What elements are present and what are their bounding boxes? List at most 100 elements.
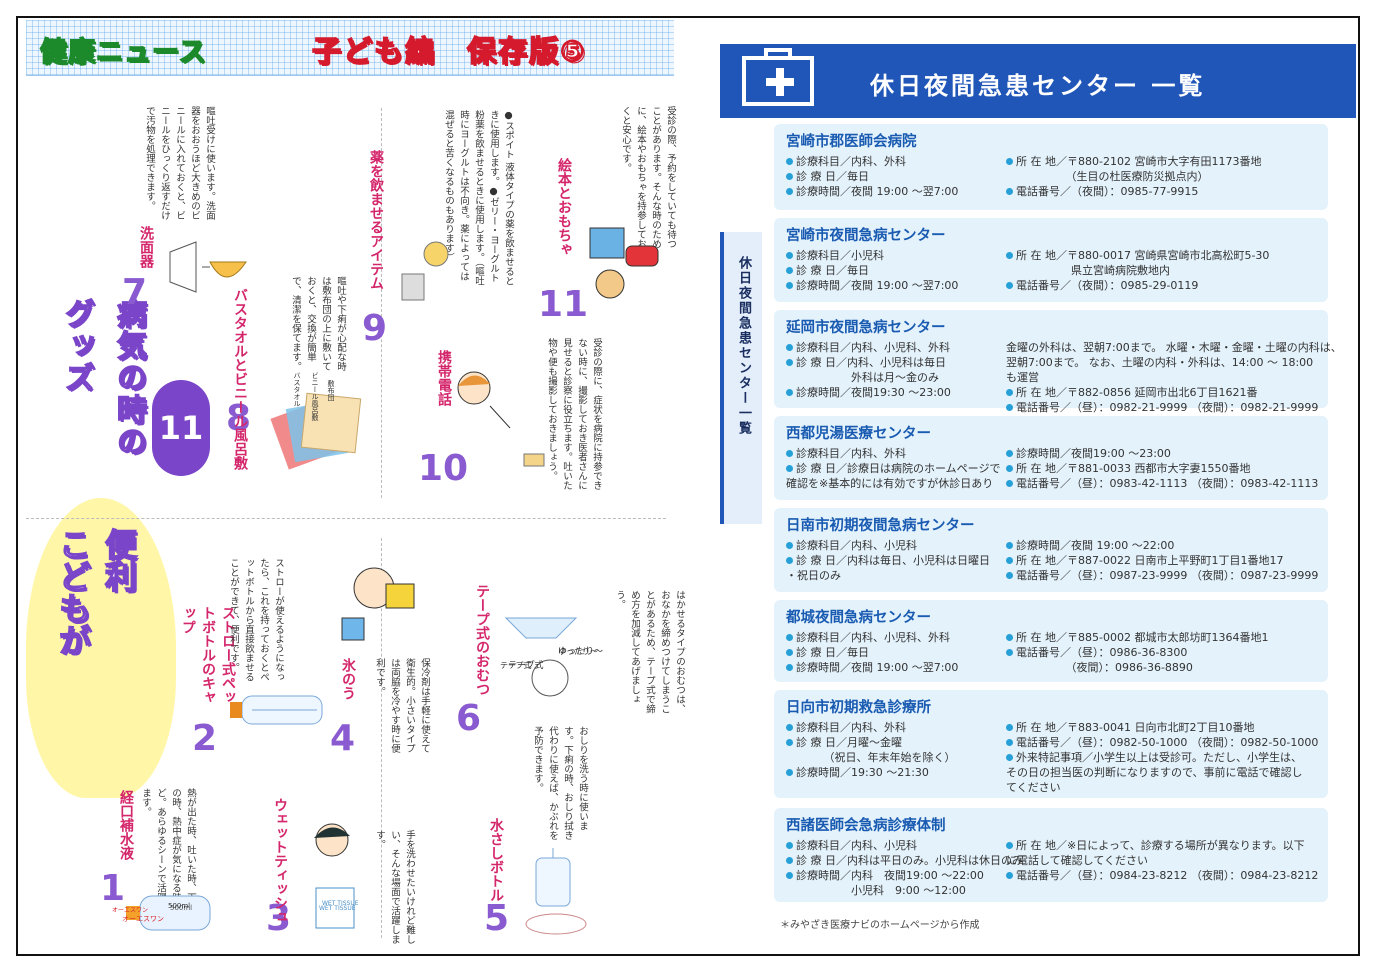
facility-details-left: 診療科目／内科、小児科、外科診 療 日／毎日診療時間／夜間 19:00 〜翌7:…: [786, 630, 1008, 675]
item-4-text: 保冷剤は手軽に使えて衛生的。小さいタイプは両脇を冷やす時に便利です。: [374, 658, 430, 753]
label-tape: テープ式: [500, 661, 532, 670]
svg-text:ゆったり〜: ゆったり〜: [558, 646, 603, 657]
facility-detail-line: 確認を※基本的には有効ですが休診日あり: [786, 477, 994, 490]
facility-details-left: 診療科目／内科、小児科、外科診 療 日／内科、小児科は毎日 外科は月〜金のみ診療…: [786, 340, 1008, 400]
facility-detail-line: てください: [1006, 781, 1061, 794]
facility-details-left: 診療科目／小児科診 療 日／毎日診療時間／夜間 19:00 〜翌7:00: [786, 248, 1008, 293]
item-7-text: 嘔吐受けに使います。洗面器をおおうほど大きめのビニールに入れておくと、ビニールを…: [144, 106, 215, 220]
right-page: 休日夜間急患センター 一覧 休日夜間急患センター一覧 宮崎市郡医師会病院診療科目…: [718, 18, 1358, 954]
item-6-number: 6: [456, 698, 482, 739]
item-11-text: 受診の際、予約をしていても待つことがあります。そんな時のために、絵本やおもちゃを…: [620, 106, 676, 249]
svg-text:WET TISSUE: WET TISSUE: [319, 905, 356, 912]
item-8-text: 嘔吐や下痢が心配な時は敷布団の上に敷いておくと、交換が簡単で、清潔を保てます。: [290, 276, 346, 371]
facility-name: 延岡市夜間急病センター: [786, 320, 946, 336]
facility-detail-line: 所 在 地／〒880-2102 宮崎市大字有田1173番地: [1006, 154, 1322, 169]
facility-detail-line: 電話番号／（夜間）：0985-29-0119: [1006, 278, 1322, 293]
facility-detail-line: も運営: [1006, 371, 1039, 384]
facility-name: 日南市初期夜間急病センター: [786, 518, 975, 534]
facility-detail-line: 診療科目／小児科: [786, 248, 1008, 263]
facility-detail-line: （祝日、年末年始を除く）: [796, 751, 956, 764]
facility-detail-line: 所 在 地／〒885-0002 都城市太郎坊町1364番地1: [1006, 630, 1322, 645]
facility-detail-line: 診療科目／内科、小児科、外科: [786, 340, 1008, 355]
facility-name: 西都児湯医療センター: [786, 426, 931, 442]
facility-detail-line: 診療科目／内科、外科: [786, 154, 1008, 169]
item-11-number: 11: [538, 284, 589, 325]
ice-pack-illustration: [316, 558, 426, 652]
label-ors-size: 500ml: [168, 902, 191, 910]
facility-detail-line: 電話番号／（夜間）：0985-77-9915: [1006, 184, 1322, 199]
facility-detail-line: 診療科目／内科、小児科: [786, 838, 1008, 853]
facility-card: 日南市初期夜間急病センター診療科目／内科、小児科診 療 日／内科は毎日、小児科は…: [774, 508, 1328, 592]
wet-tissue-illustration: WET TISSUE: [302, 818, 372, 942]
label-ors-brand: オーエスワン: [122, 915, 164, 923]
facility-detail-line: 県立宮崎病院敷地内: [1016, 264, 1170, 277]
towel-illustration: [260, 378, 370, 492]
item-2-title: ストロー式ペットボトルのキャップ: [180, 606, 236, 704]
label-towel: バスタオル: [293, 372, 301, 407]
phone-illustration: [444, 358, 554, 492]
item-6-title: テープ式のおむつ: [474, 584, 490, 696]
facility-detail-line: 診療科目／内科、外科: [786, 720, 1008, 735]
basin-illustration: [166, 232, 256, 306]
facility-detail-line: 診 療 日／毎日: [786, 169, 1008, 184]
item-10-text: 受診の際に、症状を病院に持参できない時に、撮影しておき医者さんに見せると診察に役…: [546, 338, 602, 490]
facility-detail-line: 診 療 日／毎日: [786, 263, 1008, 278]
medicine-illustration: [396, 234, 456, 318]
divider: [26, 518, 666, 519]
svg-text:テープ式: テープ式: [508, 659, 543, 671]
item-7-number: 7: [122, 272, 148, 313]
facility-details-left: 診療科目／内科、外科診 療 日／毎日診療時間／夜間 19:00 〜翌7:00: [786, 154, 1008, 199]
divider: [381, 108, 382, 498]
facility-detail-line: 診療時間／夜間19:00 〜23:00: [1006, 446, 1322, 461]
right-header-title: 休日夜間急患センター 一覧: [870, 72, 1206, 100]
facility-details-right: 所 在 地／〒880-0017 宮崎県宮崎市北高松町5-30 県立宮崎病院敷地内…: [1006, 248, 1322, 293]
item-1-number: 1: [100, 868, 126, 909]
ors-bottle-illustration: オーエスワン 500ml: [110, 888, 220, 944]
straw-bottle-illustration: [222, 686, 332, 750]
item-9-number: 9: [362, 308, 388, 349]
facility-detail-line: 電話番号／（昼）：0982-50-1000 （夜間）：0982-50-1000: [1006, 735, 1322, 750]
facility-detail-line: 診療時間／夜間 19:00 〜22:00: [1006, 538, 1322, 553]
facility-card: 日向市初期救急診療所診療科目／内科、外科診 療 日／月曜〜金曜 （祝日、年末年始…: [774, 690, 1328, 798]
medical-bag-handle: [764, 48, 792, 60]
facility-detail-line: （生目の杜医療防災拠点内）: [1016, 170, 1209, 183]
facility-detail-line: 金曜の外科は、翌朝7:00まで。 水曜・木曜・金曜・土曜の内科は、: [1006, 341, 1342, 354]
footnote: ＊みやざき医療ナビのホームページから作成: [780, 920, 980, 931]
facility-detail-line: 診療時間／夜間 19:00 〜翌7:00: [786, 278, 1008, 293]
facility-detail-line: 診療時間／夜間 19:00 〜翌7:00: [786, 184, 1008, 199]
toys-illustration: [580, 222, 670, 316]
facility-detail-line: 所 在 地／〒887-0022 日南市上平野町1丁目1番地17: [1006, 553, 1322, 568]
facility-details-left: 診療科目／内科、小児科診 療 日／内科は平日のみ。小児科は休日のみ診療時間／内科…: [786, 838, 1023, 898]
facility-details-left: 診療科目／内科、小児科診 療 日／内科は毎日、小児科は日曜日・祝日のみ: [786, 538, 1008, 583]
facility-card: 宮崎市夜間急病センター診療科目／小児科診 療 日／毎日診療時間／夜間 19:00…: [774, 218, 1328, 302]
item-5-title: 水さしボトル: [488, 818, 504, 902]
facility-detail-line: 診 療 日／月曜〜金曜: [786, 735, 1008, 750]
right-header: 休日夜間急患センター 一覧: [720, 44, 1356, 118]
item-4-title: 氷のう: [340, 658, 356, 700]
banner: 健康ニュース 子ども編 保存版⑤: [26, 20, 674, 76]
left-page: 健康ニュース 子ども編 保存版⑤ 病気の時の グッズ こどもが 便利 11 1 …: [26, 18, 688, 954]
facility-detail-line: 診療科目／内科、小児科、外科: [786, 630, 1008, 645]
facility-detail-line: （夜間）：0986-36-8890: [1016, 661, 1193, 674]
facility-detail-line: 診療科目／内科、外科: [786, 446, 1008, 461]
facility-detail-line: 診 療 日／内科は毎日、小児科は日曜日: [786, 553, 1008, 568]
facility-detail-line: に電話して確認してください: [1006, 854, 1149, 867]
facility-detail-line: 電話番号／（昼）：0987-23-9999 （夜間）：0987-23-9999: [1006, 568, 1322, 583]
facility-card: 都城夜間急病センター診療科目／内科、小児科、外科診 療 日／毎日診療時間／夜間 …: [774, 600, 1328, 682]
item-7-title: 洗面器: [138, 226, 154, 268]
facility-detail-line: 診 療 日／内科、小児科は毎日: [786, 355, 1008, 370]
item-1-text: 熱が出た時、吐いた時、下痢の時、熱中症が気になる時など。あらゆるシーンで活躍しま…: [140, 788, 196, 912]
banner-title: 健康ニュース: [39, 36, 207, 69]
facility-detail-line: ・祝日のみ: [786, 569, 841, 582]
facility-detail-line: 診療時間／夜間19:30 〜23:00: [786, 385, 1008, 400]
hero-line-3: こどもが: [53, 527, 93, 657]
side-tab-label: 休日夜間急患センター一覧: [736, 256, 751, 436]
facility-name: 都城夜間急病センター: [786, 610, 931, 626]
facility-card: 西諸医師会急病診療体制診療科目／内科、小児科診 療 日／内科は平日のみ。小児科は…: [774, 808, 1328, 902]
facility-detail-line: 診療科目／内科、小児科: [786, 538, 1008, 553]
facility-name: 西諸医師会急病診療体制: [786, 818, 946, 834]
facility-detail-line: 小児科 9:00 〜12:00: [796, 884, 966, 897]
facility-details-left: 診療科目／内科、外科診 療 日／月曜〜金曜 （祝日、年末年始を除く）診療時間／1…: [786, 720, 1008, 780]
item-4-number: 4: [330, 718, 356, 759]
